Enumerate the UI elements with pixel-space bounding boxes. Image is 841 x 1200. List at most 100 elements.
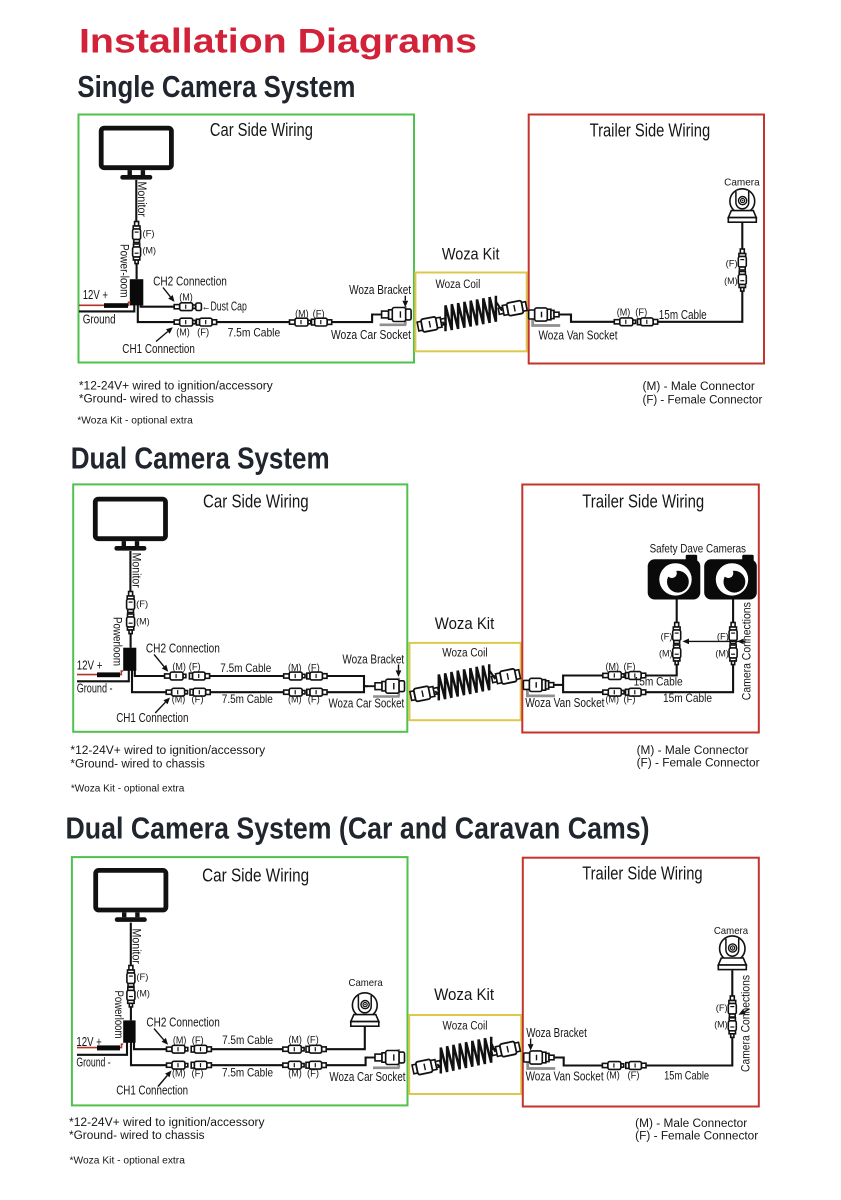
svg-text:(M): (M) [172,695,186,706]
svg-text:*12-24V+ wired to ignition/acc: *12-24V+ wired to ignition/accessory [70,745,265,757]
svg-text:Car Side Wiring: Car Side Wiring [202,864,309,885]
svg-text:(F) - Female Connector: (F) - Female Connector [637,757,760,769]
svg-text:(M): (M) [288,695,302,706]
svg-text:(F): (F) [189,662,201,673]
svg-text:Trailer Side Wiring: Trailer Side Wiring [582,863,702,884]
svg-text:(F): (F) [308,695,320,706]
svg-text:(M): (M) [143,246,157,257]
svg-text:(M): (M) [288,1069,302,1080]
svg-text:(F): (F) [624,695,636,706]
svg-text:*Woza Kit - optional extra: *Woza Kit - optional extra [71,783,185,794]
svg-text:Monitor: Monitor [135,182,147,218]
svg-text:(F): (F) [307,1035,319,1046]
svg-text:Monitor: Monitor [129,553,141,588]
svg-text:(F) - Female Connector: (F) - Female Connector [643,394,763,406]
svg-text:Power-loom: Power-loom [117,244,129,298]
svg-text:Car Side Wiring: Car Side Wiring [203,491,309,512]
svg-text:Single Camera System: Single Camera System [77,69,355,104]
svg-text:7.5m Cable: 7.5m Cable [222,1065,273,1079]
svg-text:CH1 Connection: CH1 Connection [122,342,195,356]
svg-text:Trailer Side Wiring: Trailer Side Wiring [582,491,704,512]
svg-text:(F): (F) [197,328,209,339]
svg-text:(M): (M) [606,662,620,673]
svg-text:Safety Dave Cameras: Safety Dave Cameras [650,542,746,556]
svg-text:15m Cable: 15m Cable [663,691,712,705]
svg-text:(M): (M) [288,663,302,674]
svg-text:(F) - Female Connector: (F) - Female Connector [635,1131,758,1143]
svg-text:Powerloom: Powerloom [112,991,124,1039]
svg-text:Powerloom: Powerloom [111,617,123,666]
svg-text:Monitor: Monitor [130,929,142,965]
svg-text:CH1 Connection: CH1 Connection [116,711,188,725]
svg-text:(M): (M) [136,616,150,627]
svg-text:(F): (F) [192,695,204,706]
svg-text:(M): (M) [295,309,309,320]
svg-text:(M): (M) [606,695,620,706]
svg-text:(F): (F) [192,1036,204,1047]
svg-text:Woza Coil: Woza Coil [442,647,487,659]
svg-text:(F): (F) [726,258,738,269]
svg-text:*12-24V+ wired to ignition/acc: *12-24V+ wired to ignition/accessory [69,1117,265,1129]
svg-text:(M): (M) [172,1069,186,1080]
svg-text:(F): (F) [143,228,155,239]
svg-text:(M) - Male Connector: (M) - Male Connector [643,381,755,393]
svg-text:*Ground- wired to chassis: *Ground- wired to chassis [79,394,214,406]
svg-text:15m Cable: 15m Cable [664,1068,709,1082]
svg-text:←Dust Cap: ←Dust Cap [202,299,247,313]
svg-text:Dual Camera System: Dual Camera System [71,441,330,476]
svg-text:(F): (F) [136,599,148,610]
svg-text:CH2 Connection: CH2 Connection [153,274,227,288]
svg-text:(M): (M) [288,1035,302,1046]
svg-text:Woza Car Socket: Woza Car Socket [329,697,405,711]
svg-text:*Woza Kit - optional extra: *Woza Kit - optional extra [70,1156,186,1167]
svg-text:15m Cable: 15m Cable [659,308,707,322]
svg-text:(M): (M) [176,328,190,339]
svg-text:Dual Camera System (Car and Ca: Dual Camera System (Car and Caravan Cams… [66,811,650,846]
svg-text:Camera Connections: Camera Connections [739,975,753,1072]
svg-text:(M): (M) [659,648,673,659]
svg-text:(F): (F) [192,1069,204,1080]
svg-text:*Woza Kit - optional extra: *Woza Kit - optional extra [77,416,193,427]
svg-text:CH1 Connection: CH1 Connection [116,1084,188,1098]
svg-text:Woza Van Socket: Woza Van Socket [526,1070,604,1084]
svg-text:Woza Van Socket: Woza Van Socket [539,328,618,342]
svg-text:(F): (F) [661,631,673,642]
svg-text:(M): (M) [173,1036,187,1047]
svg-text:Woza Kit: Woza Kit [434,986,494,1004]
svg-text:Woza Kit: Woza Kit [442,246,500,264]
svg-text:(M): (M) [715,648,729,659]
svg-text:Camera: Camera [349,977,383,989]
svg-text:(M): (M) [714,1020,728,1031]
svg-text:(M): (M) [179,293,193,304]
svg-text:Woza Van Socket: Woza Van Socket [525,696,605,710]
svg-text:(M) - Male Connector: (M) - Male Connector [635,1118,747,1130]
svg-text:Car Side Wiring: Car Side Wiring [210,119,313,140]
svg-text:*Ground- wired to chassis: *Ground- wired to chassis [69,1130,205,1142]
svg-text:7.5m Cable: 7.5m Cable [228,325,281,339]
svg-text:(F): (F) [717,631,729,642]
svg-text:Woza Kit: Woza Kit [435,615,495,633]
svg-text:Woza Car Socket: Woza Car Socket [329,1070,406,1084]
svg-text:12V +: 12V + [77,659,103,673]
svg-text:(M): (M) [172,662,186,673]
svg-text:(F): (F) [628,1071,640,1082]
svg-text:CH2 Connection: CH2 Connection [146,1016,219,1030]
svg-text:(F): (F) [308,663,320,674]
svg-text:*12-24V+ wired to ignition/acc: *12-24V+ wired to ignition/accessory [79,380,273,392]
svg-text:Ground -: Ground - [76,1056,110,1070]
svg-text:(F): (F) [136,972,148,983]
svg-text:Installation Diagrams: Installation Diagrams [79,23,477,61]
svg-text:Ground: Ground [83,313,116,327]
svg-text:Woza Bracket: Woza Bracket [342,652,404,666]
svg-text:Woza Coil: Woza Coil [436,279,481,291]
svg-text:7.5m Cable: 7.5m Cable [222,1033,273,1047]
svg-text:Woza Bracket: Woza Bracket [526,1026,587,1040]
svg-text:(M): (M) [617,307,631,318]
svg-text:Woza Car Socket: Woza Car Socket [331,328,411,342]
svg-text:CH2 Connection: CH2 Connection [146,642,220,656]
svg-text:12V +: 12V + [76,1035,101,1049]
svg-text:7.5m Cable: 7.5m Cable [222,692,273,706]
svg-text:Woza Coil: Woza Coil [443,1020,488,1032]
svg-text:(M): (M) [136,988,150,999]
svg-text:(F): (F) [307,1069,319,1080]
